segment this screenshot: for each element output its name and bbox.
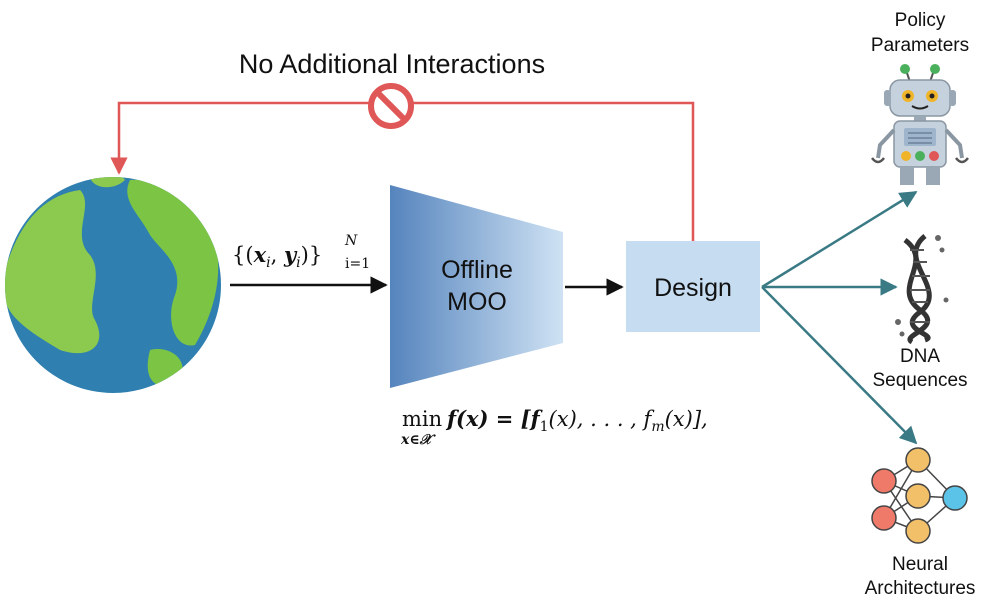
offline-moo-block: [390, 185, 563, 388]
svg-text:x∈𝒳: x∈𝒳: [400, 432, 437, 448]
objective-formula: min x∈𝒳 f(x) = [f1(x), . . . , fm(x)],: [400, 406, 708, 448]
neural-network-icon: [871, 447, 968, 544]
dna-label-1: DNA: [900, 346, 940, 367]
dataset-sub: i=1: [345, 256, 370, 272]
earth-icon: [5, 177, 221, 393]
dna-icon: [895, 234, 949, 345]
design-box: [626, 241, 760, 332]
neural-label-1: Neural: [892, 554, 948, 575]
offline-moo-label-1: Offline: [441, 256, 513, 284]
dataset-label: {(xi, yi)}: [232, 242, 322, 271]
design-label: Design: [654, 274, 732, 302]
offline-moo-label-2: MOO: [447, 288, 507, 316]
diagram-title: No Additional Interactions: [239, 49, 545, 79]
dataset-sup: N: [344, 233, 358, 249]
policy-label-2: Parameters: [871, 35, 969, 56]
robot-icon: [871, 64, 969, 185]
dna-label-2: Sequences: [872, 370, 967, 391]
prohibited-icon: [368, 83, 414, 129]
policy-label-1: Policy: [895, 10, 946, 31]
svg-text:f(x) = [f1(x), . . . , fm(x)],: f(x) = [f1(x), . . . , fm(x)],: [445, 406, 708, 435]
neural-label-2: Architectures: [865, 578, 976, 598]
arrow-to-policy: [761, 190, 918, 289]
svg-text:min: min: [402, 407, 442, 431]
arrow-to-neural: [761, 286, 918, 445]
